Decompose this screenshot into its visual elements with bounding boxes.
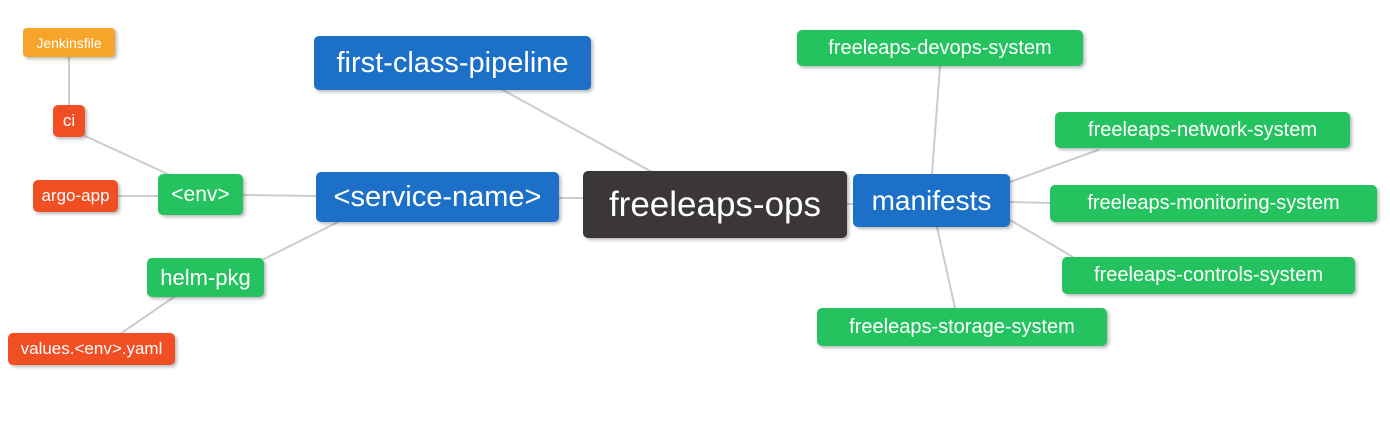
node-freeleaps-ops-root[interactable]: freeleaps-ops	[583, 171, 847, 238]
node-env[interactable]: <env>	[158, 174, 243, 215]
node-jenkinsfile[interactable]: Jenkinsfile	[23, 28, 115, 57]
node-values-env-yaml[interactable]: values.<env>.yaml	[8, 333, 175, 365]
node-storage-system[interactable]: freeleaps-storage-system	[817, 308, 1107, 346]
node-helm-pkg[interactable]: helm-pkg	[147, 258, 264, 297]
node-controls-system[interactable]: freeleaps-controls-system	[1062, 257, 1355, 294]
edge-manifests-controls	[1009, 219, 1074, 258]
edge-manifests-devops	[931, 65, 941, 175]
node-devops-system[interactable]: freeleaps-devops-system	[797, 30, 1083, 66]
node-manifests[interactable]: manifests	[853, 174, 1010, 227]
edge-env-service-name	[242, 194, 317, 197]
edge-manifests-monitoring	[1009, 201, 1051, 204]
node-network-system[interactable]: freeleaps-network-system	[1055, 112, 1350, 148]
edge-manifests-network	[1009, 149, 1099, 183]
node-first-class-pipeline[interactable]: first-class-pipeline	[314, 36, 591, 90]
edge-helm-pkg-values	[119, 296, 175, 335]
edge-ci-env	[84, 135, 173, 177]
node-argo-app[interactable]: argo-app	[33, 180, 118, 212]
node-ci[interactable]: ci	[53, 105, 85, 137]
node-service-name[interactable]: <service-name>	[316, 172, 559, 222]
node-monitoring-system[interactable]: freeleaps-monitoring-system	[1050, 185, 1377, 222]
edge-service-name-helm-pkg	[263, 221, 339, 260]
edge-manifests-storage	[936, 226, 956, 309]
edge-pipeline-root	[502, 89, 653, 173]
